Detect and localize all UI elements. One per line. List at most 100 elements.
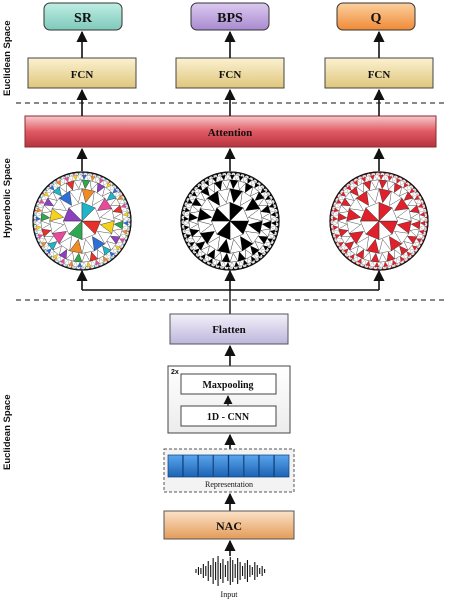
disk-tile <box>112 204 123 214</box>
disk-tile <box>332 216 339 222</box>
disk-tile <box>260 248 266 254</box>
disk-tile <box>206 190 220 206</box>
disk-tile <box>396 257 401 264</box>
disk-tile <box>35 220 42 226</box>
disk-tile <box>406 185 412 191</box>
disk-tile <box>349 253 355 260</box>
disk-tile <box>56 256 61 262</box>
disk-tile <box>103 180 108 186</box>
disk-tile <box>49 208 65 222</box>
disk-tile <box>221 252 231 263</box>
disk-tile <box>389 236 403 252</box>
disk-tile <box>415 199 422 204</box>
disk-tile <box>97 231 113 245</box>
disk-tile <box>333 211 339 217</box>
disk-tile <box>240 190 254 206</box>
repeat-label: 2x <box>171 369 179 376</box>
disk-tile <box>86 175 92 181</box>
disk-tile <box>200 182 206 189</box>
disk-tile <box>394 249 403 260</box>
cnn-block: 2x Maxpooling 1D - CNN <box>167 365 291 434</box>
disk-tile <box>260 188 266 194</box>
disk-tile <box>195 241 206 251</box>
disk-tile <box>183 220 190 226</box>
disk-tile <box>189 204 200 214</box>
disk-tile <box>389 190 403 206</box>
disk-tile <box>73 179 83 190</box>
disk-tile <box>346 220 362 234</box>
disk-tile <box>112 248 118 254</box>
disk-tile <box>47 241 58 251</box>
disk-tile <box>86 261 92 267</box>
disk-tile <box>357 257 362 264</box>
disk-tile <box>396 208 412 222</box>
output-q-label: Q <box>371 11 382 26</box>
disk-tile <box>46 188 52 194</box>
disk-tile <box>258 197 269 206</box>
disk-tile <box>355 190 369 206</box>
nac-label: NAC <box>216 519 242 533</box>
disk-tile <box>197 185 203 191</box>
disk-tile <box>344 191 355 201</box>
disk-tile <box>58 249 67 260</box>
disk-tile <box>336 238 343 243</box>
disk-tile <box>340 236 351 245</box>
disk-tile <box>52 245 62 256</box>
disk-tile <box>332 220 339 226</box>
disk-tile <box>365 175 371 182</box>
disk-tile <box>369 175 375 181</box>
disk-tile <box>394 182 403 193</box>
disk-tile <box>216 175 222 182</box>
disk-tile <box>245 249 254 260</box>
disk-tile <box>81 261 87 268</box>
disk-tile <box>64 259 69 266</box>
disk-tile <box>338 242 344 247</box>
representation-label: Representation <box>205 480 253 489</box>
disk-tile <box>258 236 269 245</box>
fcn-box-2: FCN <box>175 57 285 89</box>
disk-tile <box>392 176 397 183</box>
disk-tile <box>386 251 396 262</box>
disk-tile <box>118 238 125 243</box>
disk-tile <box>220 175 226 181</box>
disk-tile <box>81 174 87 181</box>
disk-tile <box>184 211 190 217</box>
disk-tile <box>260 204 271 214</box>
disk-tile <box>184 207 191 213</box>
disk-tile <box>212 176 217 183</box>
representation-cell <box>182 454 199 478</box>
disk-tile <box>238 175 244 182</box>
disk-tile <box>188 220 199 230</box>
disk-tile <box>387 175 393 182</box>
disk-tile <box>40 212 51 222</box>
disk-tile <box>403 241 414 251</box>
disk-tile <box>268 203 275 208</box>
disk-tile <box>270 216 277 222</box>
disk-tile <box>254 191 265 201</box>
disk-tile <box>58 236 72 252</box>
disk-tile <box>197 251 203 257</box>
disk-tile <box>340 191 347 197</box>
disk-tile <box>73 252 83 263</box>
disk-tile <box>234 175 240 181</box>
disk-tile <box>41 195 47 200</box>
disk-tile <box>270 225 276 231</box>
disk-tile <box>357 178 362 185</box>
disk-tile <box>89 180 99 191</box>
disk-tile <box>247 208 263 222</box>
disk-tile <box>254 253 260 260</box>
disk-tile <box>229 238 243 254</box>
disk-tile <box>378 188 392 204</box>
disk-tile <box>374 174 380 181</box>
disk-tile <box>99 208 115 222</box>
disk-tile <box>251 180 256 186</box>
disk-tile <box>394 197 410 211</box>
disk-tile <box>240 236 254 252</box>
disk-tile <box>97 182 106 193</box>
disk-tile <box>366 188 380 204</box>
disk-tile <box>90 175 96 182</box>
disk-tile <box>199 231 215 245</box>
flatten-block: Flatten <box>169 313 289 345</box>
disk-tile <box>362 180 372 191</box>
disk-tile <box>238 260 244 267</box>
